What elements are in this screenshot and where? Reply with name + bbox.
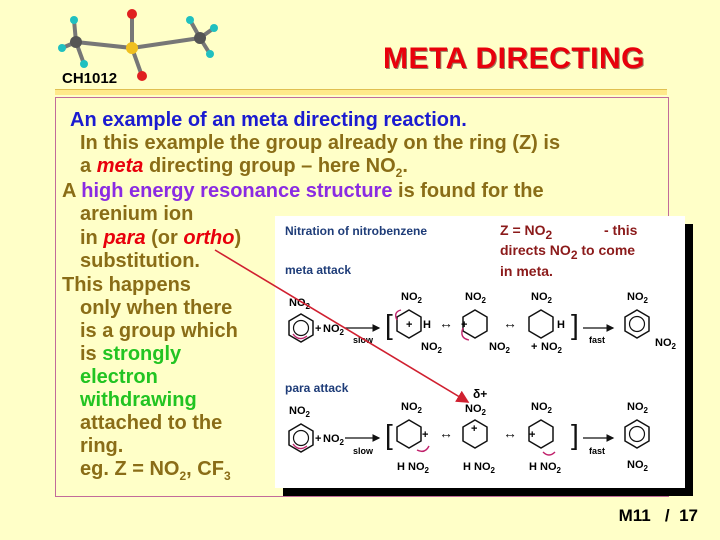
svg-text:↔: ↔: [439, 425, 453, 441]
svg-text:H NO2: H NO2: [529, 461, 562, 475]
intro-text: An example of an meta directing reaction…: [70, 109, 467, 131]
svg-text:+: +: [315, 433, 321, 445]
para-attack-label: para attack: [285, 381, 349, 395]
body-line-6: in para (or ortho): [80, 227, 242, 249]
body-line-9: only when there: [80, 297, 233, 319]
svg-text:NO2: NO2: [489, 341, 511, 355]
fast-label-meta: fast: [589, 335, 605, 345]
example-line: eg. Z = NO2, CF3: [80, 458, 231, 483]
reagent-plus: +: [315, 323, 321, 335]
meta-reactant: [289, 314, 313, 342]
slow-label-para: slow: [353, 446, 374, 456]
diagram-title: Nitration of nitrobenzene: [285, 224, 427, 238]
svg-text:NO2: NO2: [627, 459, 649, 473]
svg-text:↔: ↔: [503, 315, 517, 331]
svg-text:NO2: NO2: [655, 337, 677, 351]
svg-text:NO2: NO2: [531, 291, 553, 305]
slide-title: META DIRECTING: [383, 42, 645, 75]
svg-text:NO2: NO2: [289, 405, 311, 419]
svg-text:+: +: [471, 423, 477, 435]
slow-label-meta: slow: [353, 335, 374, 345]
svg-text:+: +: [531, 341, 537, 353]
slide-footer: M11 / 17: [618, 506, 698, 525]
svg-text:↔: ↔: [439, 315, 453, 331]
meta-product: [625, 310, 649, 338]
svg-text:]: ]: [571, 309, 579, 340]
svg-text:NO2: NO2: [323, 323, 345, 337]
svg-text:[: [: [385, 309, 393, 340]
svg-text:[: [: [385, 419, 393, 450]
molecule-logo: [58, 9, 218, 81]
para-product: [625, 420, 649, 448]
delta-plus: δ+: [473, 387, 487, 401]
svg-text:H: H: [423, 319, 431, 331]
note-this: - this: [604, 222, 638, 238]
svg-text:NO2: NO2: [421, 341, 443, 355]
svg-text:H NO2: H NO2: [463, 461, 496, 475]
svg-text:H: H: [557, 319, 565, 331]
body-line-5: arenium ion: [80, 203, 194, 225]
body-line-3: a meta directing group – here NO2.: [80, 155, 408, 180]
svg-text:+: +: [406, 319, 412, 331]
body-line-10: is a group which: [80, 320, 238, 342]
meta-attack-label: meta attack: [285, 263, 351, 277]
svg-text:NO2: NO2: [401, 401, 423, 415]
svg-text:NO2: NO2: [465, 291, 487, 305]
svg-text:]: ]: [571, 419, 579, 450]
note-line-3: in meta.: [500, 263, 553, 279]
body-line-14: attached to the: [80, 412, 223, 434]
svg-text:NO2: NO2: [401, 291, 423, 305]
course-code: CH1012: [62, 70, 118, 87]
body-line-12: electron: [80, 366, 158, 388]
para-reactant: [289, 424, 313, 452]
title-rule: [55, 89, 667, 95]
svg-text:+: +: [529, 429, 535, 441]
body-line-13: withdrawing: [80, 389, 197, 411]
body-line-4: A high energy resonance structure is fou…: [62, 180, 544, 202]
body-line-15: ring.: [80, 435, 124, 457]
body-line-11: is strongly: [80, 343, 182, 365]
body-line-8: This happens: [62, 274, 191, 296]
body-line-2: In this example the group already on the…: [80, 132, 561, 154]
body-line-7: substitution.: [80, 250, 200, 272]
svg-text:↔: ↔: [503, 425, 517, 441]
svg-text:NO2: NO2: [531, 401, 553, 415]
svg-text:NO2: NO2: [465, 403, 487, 417]
svg-text:NO2: NO2: [541, 341, 563, 355]
note-z: Z = NO2: [500, 222, 553, 242]
svg-text:NO2: NO2: [323, 433, 345, 447]
note-line-2: directs NO2 to come: [500, 242, 636, 262]
svg-text:+: +: [422, 429, 428, 441]
fast-label-para: fast: [589, 446, 605, 456]
svg-text:NO2: NO2: [289, 297, 311, 311]
svg-text:NO2: NO2: [627, 291, 649, 305]
svg-text:H NO2: H NO2: [397, 461, 430, 475]
svg-text:NO2: NO2: [627, 401, 649, 415]
